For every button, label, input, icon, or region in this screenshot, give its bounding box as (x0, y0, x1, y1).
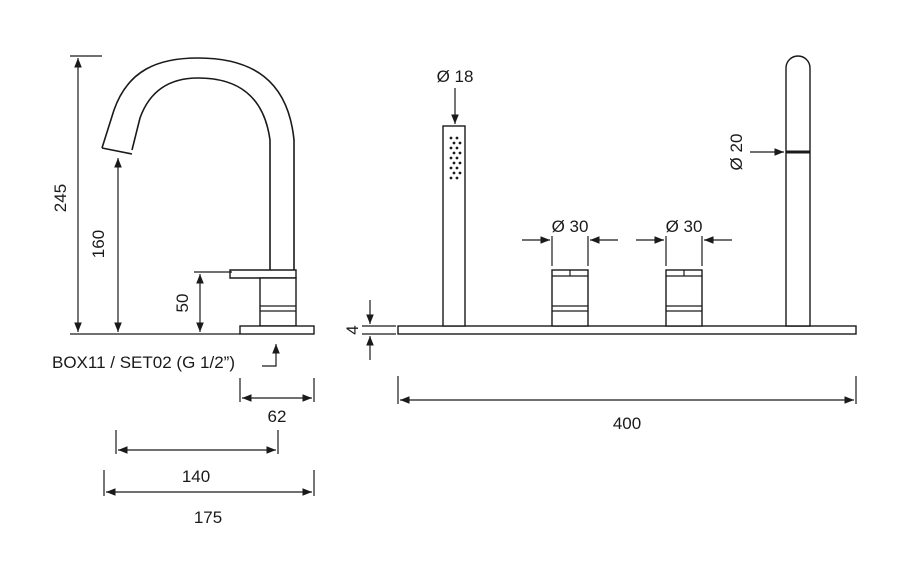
dim-140-label: 140 (182, 467, 210, 486)
dim-400-label: 400 (613, 414, 641, 433)
faucet-base-plate (239, 325, 315, 335)
spout-inner (131, 77, 271, 272)
faucet-body (259, 277, 297, 327)
shower-holder (785, 55, 811, 327)
dim-4-label: 4 (343, 325, 362, 334)
dim-245-label: 245 (51, 184, 70, 212)
dim-d18-label: Ø 18 (437, 67, 474, 86)
front-view: Ø 18 Ø 30 Ø 30 Ø 20 (343, 55, 857, 433)
spout-outlet (101, 147, 133, 155)
dim-50-label: 50 (173, 294, 192, 313)
faucet-side-view: 245 160 50 BOX11 / SET02 (G 1/2”) 62 140… (51, 55, 315, 527)
shower-nozzles (449, 136, 462, 180)
connection-leader (262, 344, 280, 367)
mixer-handle-1 (551, 269, 589, 327)
dim-62-label: 62 (268, 407, 287, 426)
connection-note: BOX11 / SET02 (G 1/2”) (52, 353, 235, 372)
mixer-handle-2 (665, 269, 703, 327)
spout-outer (101, 57, 295, 272)
dim-160-label: 160 (89, 230, 108, 258)
dim-d30-2-label: Ø 30 (666, 217, 703, 236)
lever-handle (229, 269, 297, 279)
hand-shower (442, 125, 466, 327)
dim-175-label: 175 (194, 508, 222, 527)
dim-d30-1-label: Ø 30 (552, 217, 589, 236)
deck-plate (397, 325, 857, 335)
dim-d20-label: Ø 20 (727, 134, 746, 171)
